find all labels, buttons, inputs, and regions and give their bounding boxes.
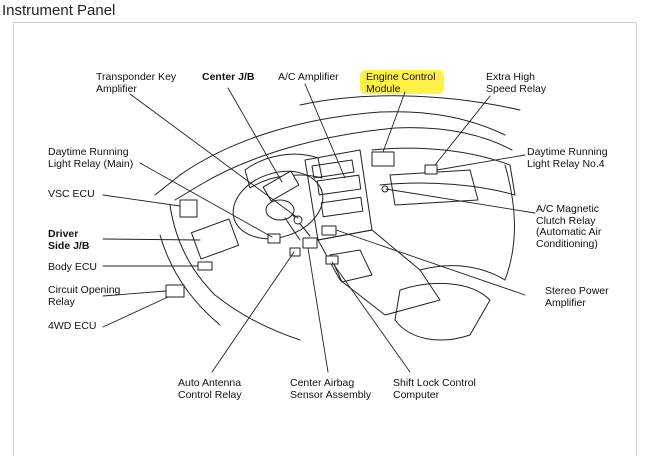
label-vsc-ecu: VSC ECU: [48, 188, 95, 200]
ac-control: [320, 196, 364, 218]
circuit-relay-box: [165, 284, 185, 298]
shift-gate: [329, 249, 373, 283]
center-console: [317, 229, 441, 316]
driver-jb-box: [190, 218, 240, 260]
right-lower-outline: [504, 164, 515, 281]
label-center-jb: Center J/B: [202, 71, 255, 83]
shift-lock-box: [325, 255, 339, 265]
steering-hub: [265, 199, 295, 221]
label-extra-high-speed-relay: Extra High Speed Relay: [486, 71, 547, 95]
right-dash: [371, 147, 516, 196]
label-ac-amplifier: A/C Amplifier: [278, 71, 339, 83]
extra-high-relay-box: [424, 164, 438, 175]
left-lower-outline: [159, 234, 221, 326]
radio-unit: [316, 174, 362, 196]
label-shift-lock-control-computer: Shift Lock Control Computer: [393, 377, 476, 401]
highlight-marker: [360, 70, 444, 94]
ecm-box: [371, 151, 395, 167]
transponder-amp: [293, 215, 303, 225]
page-title: Instrument Panel: [2, 2, 116, 19]
center-vent: [311, 159, 355, 179]
label-ac-magnetic-clutch-relay: A/C Magnetic Clutch Relay (Automatic Air…: [536, 203, 602, 250]
stereo-amp-box: [321, 225, 337, 236]
airbag-box: [302, 237, 318, 249]
cluster-hood: [244, 153, 323, 189]
label-body-ecu: Body ECU: [48, 261, 98, 273]
label-center-airbag-sensor-assembly: Center Airbag Sensor Assembly: [290, 377, 372, 401]
dash-top-outline: [179, 111, 506, 176]
label-circuit-opening-relay: Circuit Opening Relay: [48, 284, 121, 308]
console-right: [419, 265, 506, 281]
dash-upper-line: [199, 127, 513, 186]
leader-lines: [102, 83, 536, 373]
label-drl-relay-no4: Daytime Running Light Relay No.4: [527, 146, 608, 170]
label-driver-side-jb: Driver Side J/B: [48, 228, 90, 252]
left-pillar: [154, 174, 201, 201]
vsc-ecu-box: [179, 199, 198, 218]
label-engine-control-module: Engine Control Module: [366, 71, 436, 95]
auto-antenna-box: [289, 247, 301, 257]
drl-main-box: [267, 233, 281, 244]
center-jb-block: [262, 170, 300, 202]
label-4wd-ecu: 4WD ECU: [48, 320, 97, 332]
label-auto-antenna-control-relay: Auto Antenna Control Relay: [178, 377, 242, 401]
steering-wheel: [232, 170, 324, 240]
label-transponder-key-amplifier: Transponder Key Amplifier: [96, 71, 177, 95]
windshield-edge: [299, 95, 521, 111]
label-stereo-power-amplifier: Stereo Power Amplifier: [545, 285, 609, 309]
console-armrest: [394, 282, 491, 341]
glovebox: [389, 169, 479, 206]
label-drl-relay-main: Daytime Running Light Relay (Main): [48, 146, 134, 170]
body-ecu-box: [197, 261, 213, 271]
left-dash-side: [169, 204, 301, 341]
